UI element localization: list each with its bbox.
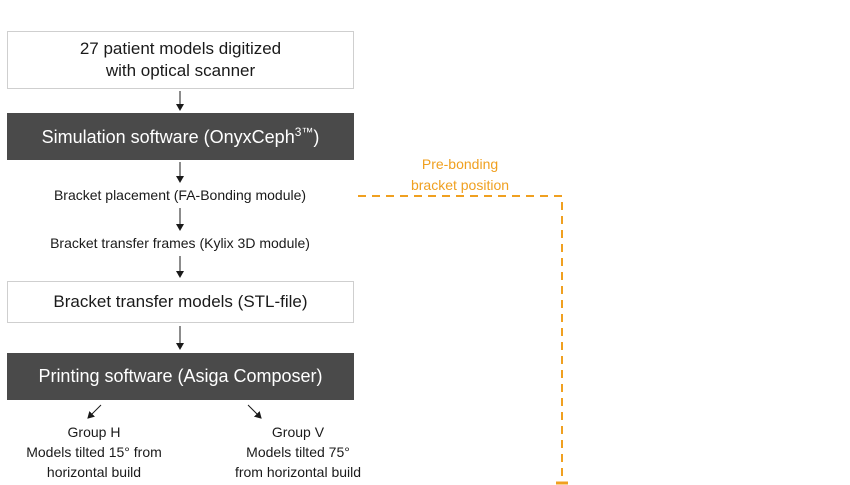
arrow-to-group-v [247, 404, 262, 419]
simulation-superscript: 3™ [294, 125, 314, 139]
group-h-line-2: Models tilted 15° from [26, 444, 162, 460]
group-h-text: Group H Models tilted 15° from horizonta… [0, 422, 188, 482]
bracket-transfer-models-box: Bracket transfer models (STL-file) [7, 281, 354, 323]
group-v-line-2: Models tilted 75° [246, 444, 350, 460]
bracket-placement-label: Bracket placement (FA-Bonding module) [53, 187, 307, 203]
pre-bonding-line-1: Pre-bonding [421, 156, 499, 172]
bracket-transfer-models-label: Bracket transfer models (STL-file) [53, 292, 308, 311]
pre-bonding-line-2: bracket position [410, 177, 510, 193]
group-v-title: Group V [271, 424, 325, 440]
simulation-software-label: Simulation software (OnyxCeph3™) [41, 125, 320, 147]
arrow-to-group-h [87, 404, 102, 419]
group-h-line-3: horizontal build [46, 464, 142, 480]
pre-bonding-label: Pre-bonding bracket position [390, 154, 530, 196]
pre-bonding-dashed-line [358, 195, 563, 482]
scan-step-box: 27 patient models digitized with optical… [7, 31, 354, 89]
bracket-transfer-frames-label: Bracket transfer frames (Kylix 3D module… [50, 235, 310, 251]
printing-software-label: Printing software (Asiga Composer) [38, 366, 323, 386]
group-h-title: Group H [67, 424, 121, 440]
scan-step-line-1: 27 patient models digitized [79, 39, 282, 58]
scan-step-line-2: with optical scanner [105, 61, 256, 80]
group-v-line-3: from horizontal build [234, 464, 362, 480]
simulation-software-box: Simulation software (OnyxCeph3™) [7, 113, 354, 160]
group-v-text: Group V Models tilted 75° from horizonta… [208, 422, 388, 482]
printing-software-box: Printing software (Asiga Composer) [7, 353, 354, 400]
